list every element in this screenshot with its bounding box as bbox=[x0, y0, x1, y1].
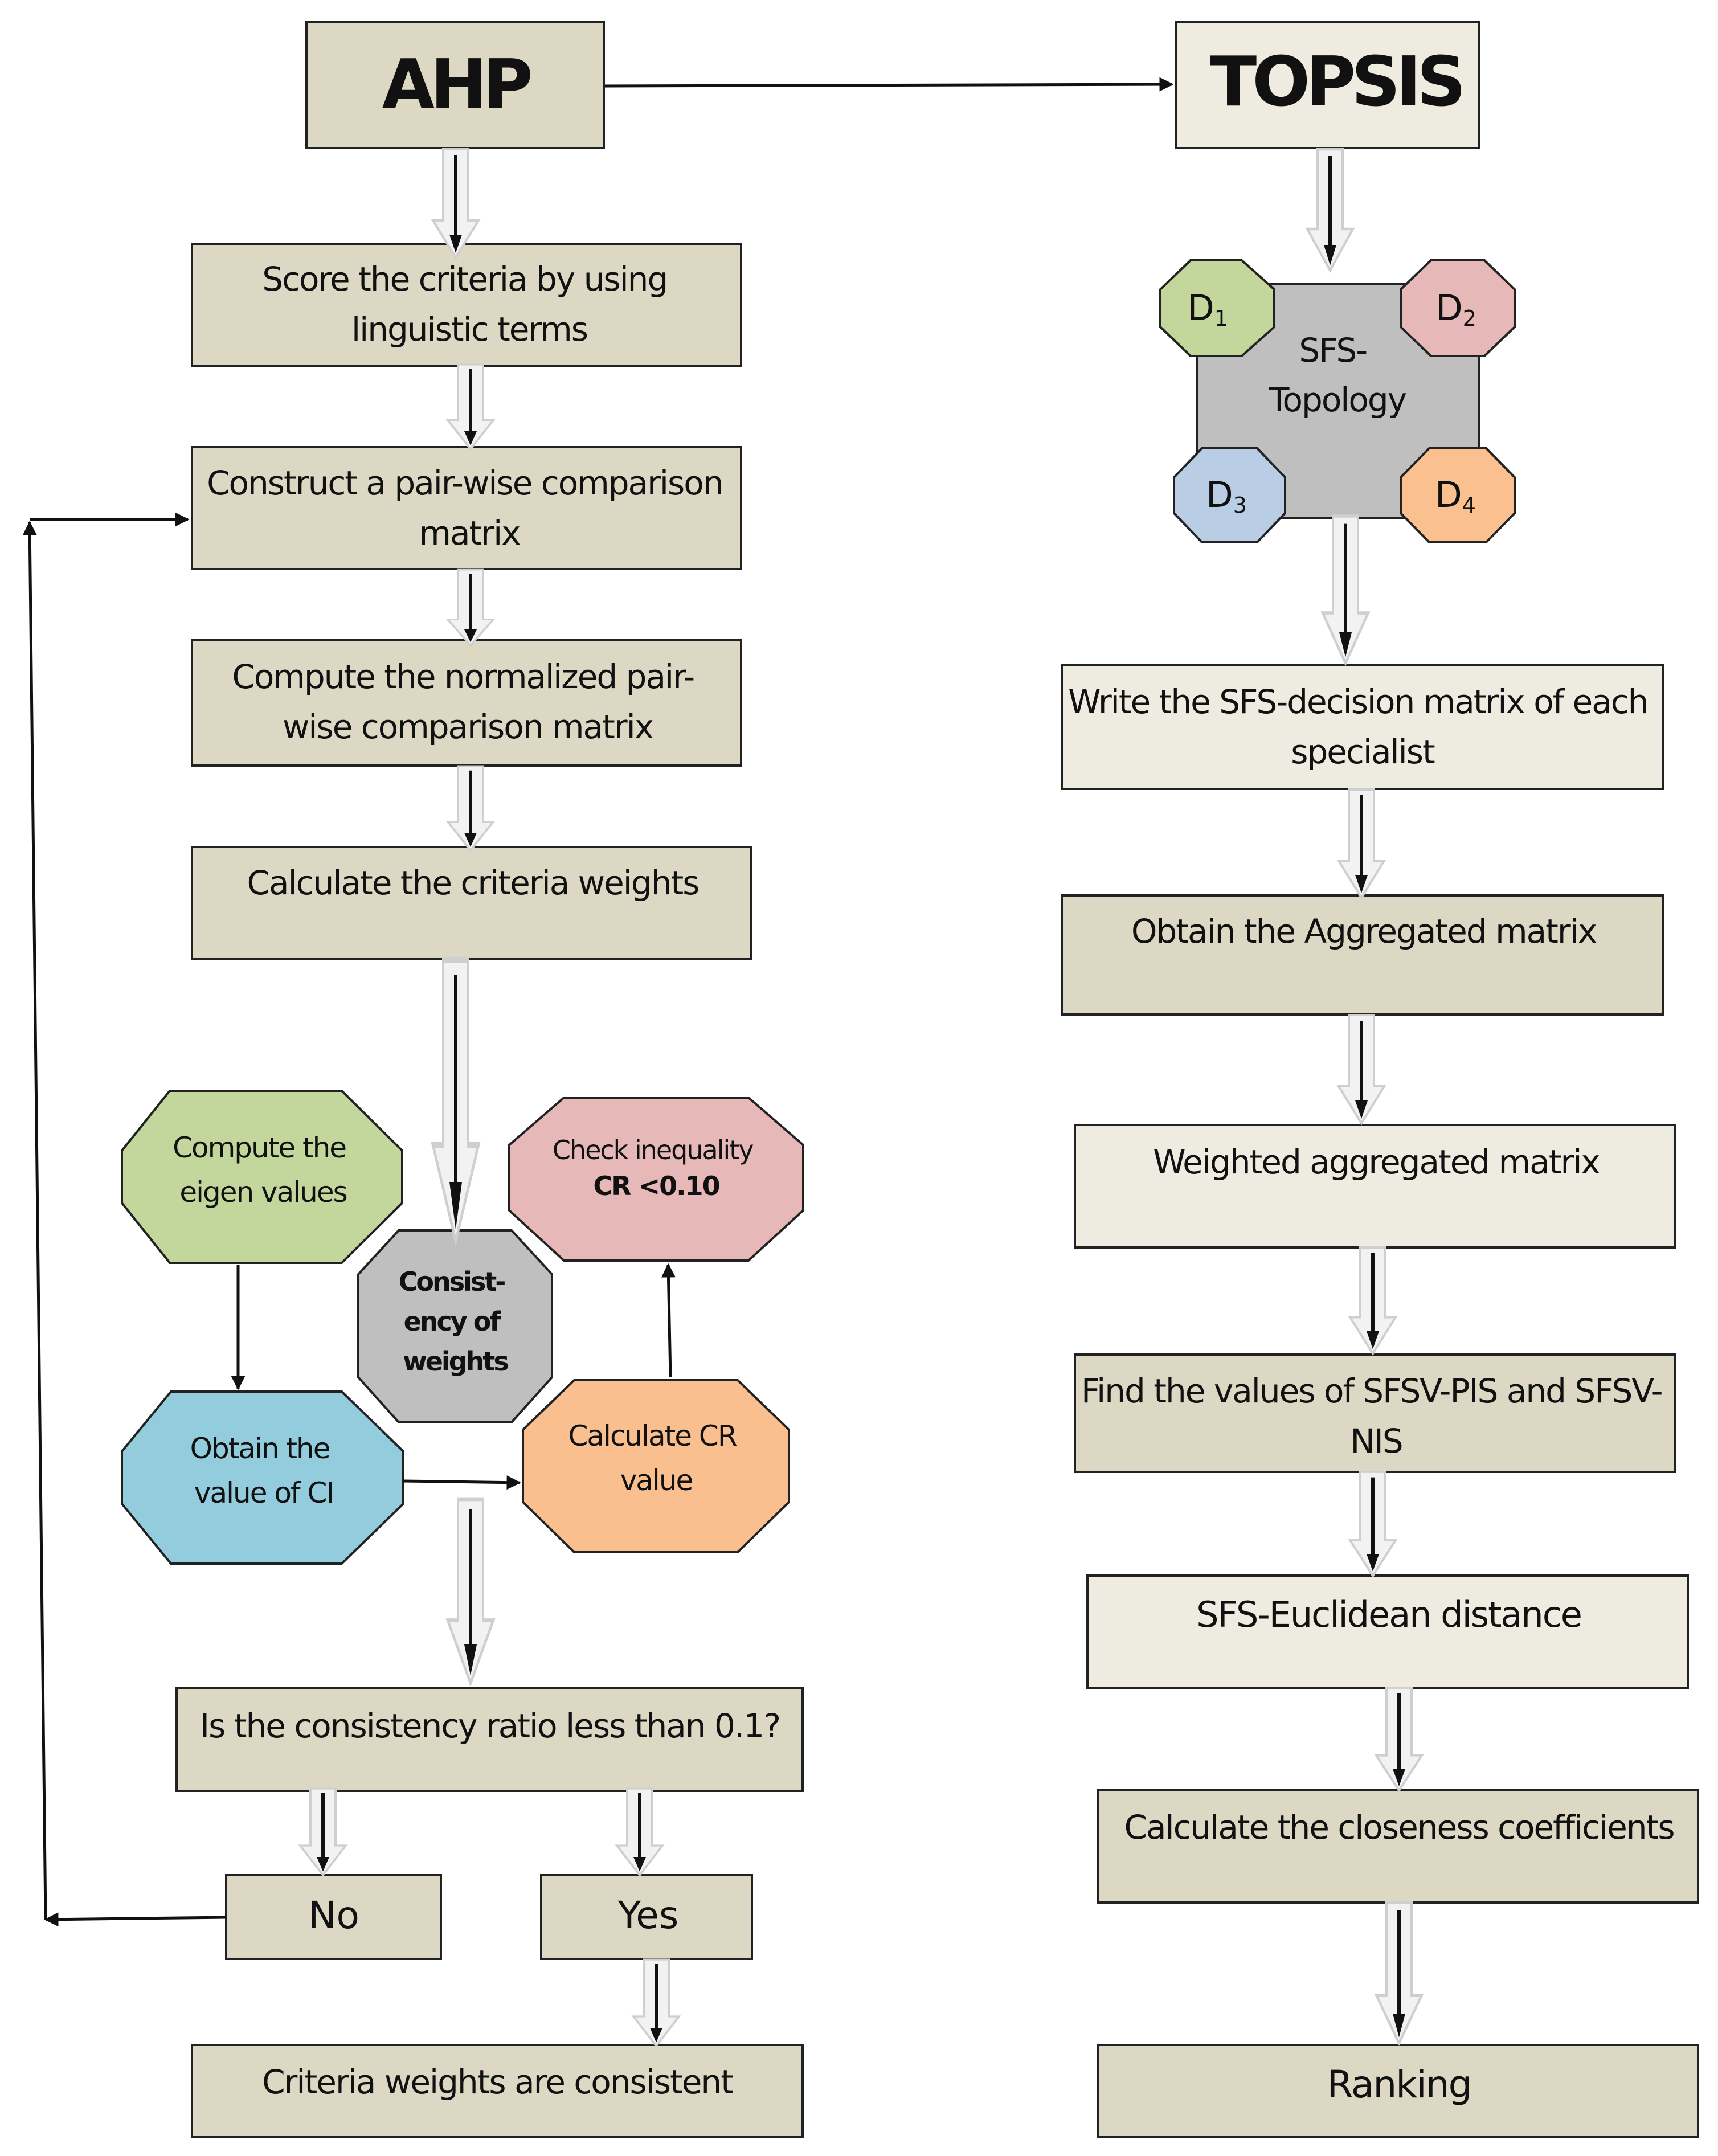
d4-octagon: D4 bbox=[1400, 447, 1516, 543]
block-arrow-ahp-3 bbox=[448, 570, 493, 645]
topsis-title-box: TOPSIS bbox=[1175, 21, 1480, 149]
svg-text:D3: D3 bbox=[1206, 474, 1247, 518]
ahp-step-weights: Calculate the criteria weights bbox=[191, 846, 752, 960]
svg-text:Construct a pair-wise comparis: Construct a pair-wise comparison matrix bbox=[207, 464, 732, 553]
topsis-step-aggregated: Obtain the Aggregated matrix bbox=[1061, 894, 1664, 1016]
svg-text:Yes: Yes bbox=[617, 1893, 679, 1937]
block-arrow-to-final bbox=[633, 1959, 679, 2046]
svg-text:Compute the eigen values: Compute the eigen values bbox=[173, 1131, 354, 1209]
octagon-obtain-ci: Obtain the value of CI bbox=[121, 1390, 404, 1565]
block-arrow-ahp-4 bbox=[448, 766, 493, 850]
svg-text:Ranking: Ranking bbox=[1327, 2063, 1471, 2106]
ahp-title-box: AHP bbox=[305, 21, 605, 149]
svg-text:D4: D4 bbox=[1435, 474, 1476, 518]
svg-text:Check inequality CR <0.1: Check inequality CR <0.10 bbox=[553, 1135, 760, 1201]
ahp-step-normalized: Compute the normalized pair- wise compar… bbox=[191, 639, 742, 767]
svg-text:Calculate the closeness coeffi: Calculate the closeness coefficients bbox=[1124, 1808, 1674, 1847]
block-arrow-ahp-6 bbox=[448, 1499, 493, 1683]
block-arrow-topsis-3 bbox=[1339, 789, 1384, 898]
svg-text:D2: D2 bbox=[1435, 287, 1476, 331]
ahp-question-box: Is the consistency ratio less than 0.1? bbox=[175, 1687, 804, 1792]
ahp-final-box: Criteria weights are consistent bbox=[191, 2044, 804, 2138]
ahp-step-score: Score the criteria by using linguistic t… bbox=[191, 243, 742, 367]
block-arrow-to-no bbox=[300, 1789, 346, 1875]
octagon-consistency-of-weights: Consist- ency of weights bbox=[357, 1229, 553, 1423]
svg-text:D1: D1 bbox=[1187, 287, 1228, 331]
svg-text:Weighted aggregated matrix: Weighted aggregated matrix bbox=[1153, 1143, 1600, 1181]
arrow-ci-to-cr bbox=[403, 1475, 521, 1490]
block-arrow-to-yes bbox=[617, 1789, 662, 1875]
d2-octagon: D2 bbox=[1400, 259, 1516, 357]
svg-text:Score the criteria by using: Score the criteria by using linguistic t… bbox=[262, 260, 676, 349]
topsis-step-decision-matrix: Write the SFS-decision matrix of each sp… bbox=[1061, 664, 1664, 790]
no-box: No bbox=[225, 1874, 442, 1960]
svg-text:Compute the normalized pair-: Compute the normalized pair- wise compar… bbox=[232, 657, 703, 746]
topsis-step-weighted: Weighted aggregated matrix bbox=[1074, 1124, 1676, 1249]
block-arrow-topsis-2 bbox=[1323, 516, 1368, 663]
d1-octagon: D1 bbox=[1159, 259, 1275, 357]
block-arrow-ahp-1 bbox=[433, 149, 478, 257]
block-arrow-topsis-7 bbox=[1376, 1688, 1422, 1791]
svg-text:Calculate CR value: Calculate CR value bbox=[568, 1419, 745, 1497]
svg-text:Consist- ency of w: Consist- ency of weights bbox=[399, 1266, 512, 1377]
block-arrow-topsis-8 bbox=[1376, 1903, 1422, 2043]
block-arrow-topsis-4 bbox=[1339, 1015, 1384, 1123]
svg-text:Find the values of SFSV-PIS an: Find the values of SFSV-PIS and SFSV- NI… bbox=[1081, 1372, 1671, 1460]
topsis-step-ranking: Ranking bbox=[1097, 2044, 1699, 2138]
svg-text:Obtain the value of CI: Obtain the value of CI bbox=[190, 1432, 338, 1509]
block-arrow-topsis-5 bbox=[1350, 1247, 1396, 1353]
yes-box: Yes bbox=[540, 1874, 753, 1960]
svg-text:Write the SFS-decision matrix: Write the SFS-decision matrix of each sp… bbox=[1068, 682, 1657, 771]
svg-text:SFS- Topology: SFS- Topology bbox=[1269, 331, 1406, 419]
arrow-cr-to-check bbox=[661, 1263, 676, 1378]
d3-octagon: D3 bbox=[1173, 447, 1286, 543]
svg-text:SFS-Euclidean distance: SFS-Euclidean distance bbox=[1196, 1594, 1581, 1635]
octagon-eigen-values: Compute the eigen values bbox=[121, 1090, 403, 1264]
block-arrow-topsis-6 bbox=[1350, 1472, 1396, 1576]
svg-text:Calculate the criteria weights: Calculate the criteria weights bbox=[247, 864, 699, 902]
ahp-title: AHP bbox=[382, 46, 530, 125]
topsis-title: TOPSIS bbox=[1210, 43, 1461, 122]
ahp-box bbox=[305, 21, 605, 149]
topsis-step-euclidean: SFS-Euclidean distance bbox=[1086, 1574, 1689, 1689]
octagon-calculate-cr: Calculate CR value bbox=[522, 1379, 790, 1553]
block-arrow-ahp-2 bbox=[448, 365, 493, 449]
arrow-ahp-to-topsis bbox=[604, 77, 1174, 92]
svg-text:Criteria weights are consisten: Criteria weights are consistent bbox=[262, 2063, 733, 2101]
block-arrow-ahp-5 bbox=[433, 960, 478, 1241]
arrow-no-back bbox=[44, 1912, 227, 1927]
arrow-loop-up bbox=[22, 521, 47, 1920]
svg-text:No: No bbox=[308, 1893, 359, 1937]
octagon-check-inequality: Check inequality CR <0.10 bbox=[508, 1097, 804, 1262]
svg-text:Obtain the Aggregated matrix: Obtain the Aggregated matrix bbox=[1131, 912, 1597, 951]
ahp-step-pairwise: Construct a pair-wise comparison matrix bbox=[191, 446, 742, 570]
topsis-step-closeness: Calculate the closeness coefficients bbox=[1097, 1789, 1699, 1904]
block-arrow-topsis-1 bbox=[1307, 149, 1353, 271]
topsis-step-pis-nis: Find the values of SFSV-PIS and SFSV- NI… bbox=[1074, 1353, 1676, 1473]
svg-text:Is the consistency ratio less: Is the consistency ratio less than 0.1? bbox=[200, 1707, 780, 1745]
